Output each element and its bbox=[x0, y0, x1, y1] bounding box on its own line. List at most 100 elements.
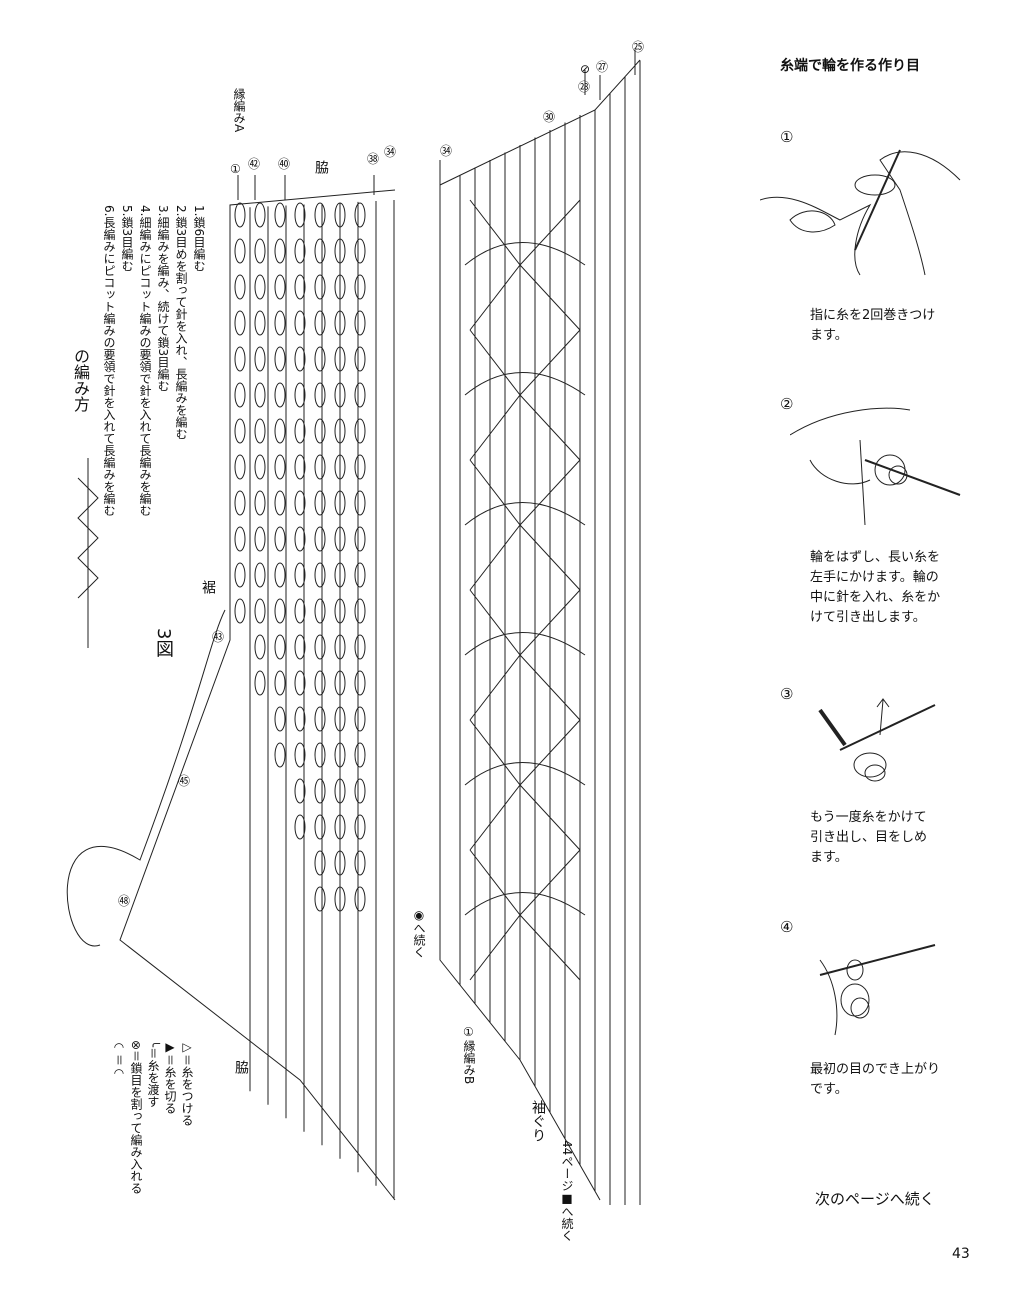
picot-motif bbox=[354, 670, 366, 696]
continue-44: 44ページ■へ続く bbox=[560, 1140, 574, 1242]
step-3-illustration bbox=[818, 698, 936, 782]
row-number-40: ㊵ bbox=[278, 157, 291, 171]
step-4-text: 最初の目のでき上がりです。 bbox=[810, 1062, 941, 1097]
row-number-1: ① bbox=[230, 162, 241, 176]
picot-motif bbox=[314, 202, 326, 228]
picot-motif bbox=[334, 850, 346, 876]
tutorial-title: 糸端で輪を作る作り目 bbox=[780, 58, 920, 74]
fan-motif bbox=[464, 762, 586, 786]
picot-motif bbox=[294, 814, 306, 840]
picot-motif bbox=[294, 238, 306, 264]
picot-motif bbox=[354, 418, 366, 444]
picot-motif bbox=[354, 202, 366, 228]
picot-motif bbox=[234, 274, 246, 300]
step-2-number: ② bbox=[780, 395, 794, 413]
picot-motif bbox=[254, 454, 266, 480]
picot-motif bbox=[354, 886, 366, 912]
lattice-motif bbox=[469, 199, 581, 331]
callout-leader-line bbox=[66, 609, 226, 947]
picot-motif bbox=[274, 418, 286, 444]
fan-motif bbox=[464, 892, 586, 916]
picot-motif bbox=[254, 382, 266, 408]
picot-motif bbox=[314, 598, 326, 624]
picot-motif bbox=[234, 526, 246, 552]
side-label-top: 脇 bbox=[313, 160, 329, 174]
chart-stitch-grid bbox=[249, 60, 641, 1205]
row-number-25: ㉕ bbox=[632, 40, 645, 54]
picot-motif bbox=[254, 670, 266, 696]
picot-motif bbox=[314, 670, 326, 696]
picot-motif bbox=[294, 670, 306, 696]
picot-motif bbox=[274, 274, 286, 300]
sleeve-label: 袖ぐり bbox=[530, 1100, 546, 1142]
back-piece-outline bbox=[119, 189, 396, 1201]
hem-label: 裾 bbox=[200, 580, 216, 594]
picot-motif bbox=[314, 814, 326, 840]
figure-label: 3図 bbox=[153, 628, 174, 658]
picot-motif bbox=[334, 886, 346, 912]
picot-motif bbox=[234, 202, 246, 228]
picot-motif bbox=[274, 598, 286, 624]
picot-motif bbox=[294, 346, 306, 372]
picot-motif bbox=[294, 310, 306, 336]
edge-a-label: 縁編みA bbox=[232, 88, 246, 133]
picot-motif bbox=[354, 634, 366, 660]
picot-motif bbox=[234, 382, 246, 408]
picot-motif bbox=[314, 382, 326, 408]
picot-motif bbox=[334, 562, 346, 588]
page-number: 43 bbox=[952, 1246, 970, 1262]
picot-motif bbox=[294, 598, 306, 624]
lattice-motif bbox=[469, 719, 581, 851]
picot-motif bbox=[294, 490, 306, 516]
picot-motif bbox=[234, 310, 246, 336]
step-1-text: 指に糸を2回巻きつけます。 bbox=[810, 308, 936, 343]
picot-motif bbox=[334, 742, 346, 768]
picot-motif bbox=[354, 706, 366, 732]
picot-motif bbox=[294, 454, 306, 480]
picot-motif bbox=[294, 274, 306, 300]
picot-motif bbox=[314, 274, 326, 300]
picot-motif bbox=[254, 526, 266, 552]
picot-motif bbox=[254, 418, 266, 444]
picot-motif bbox=[294, 202, 306, 228]
fan-motif bbox=[464, 632, 586, 656]
picot-motif bbox=[274, 310, 286, 336]
chart-motif-layer bbox=[234, 199, 586, 981]
picot-motif bbox=[294, 526, 306, 552]
picot-motif bbox=[254, 202, 266, 228]
edge-b-label: 縁編みB bbox=[462, 1040, 476, 1085]
technique-step: 3.細編みを編み、続けて鎖3目編む bbox=[156, 205, 170, 393]
picot-motif bbox=[254, 274, 266, 300]
picot-motif bbox=[354, 274, 366, 300]
picot-motif bbox=[274, 706, 286, 732]
picot-motif bbox=[254, 310, 266, 336]
picot-motif bbox=[234, 598, 246, 624]
picot-motif bbox=[354, 454, 366, 480]
picot-motif bbox=[354, 382, 366, 408]
picot-motif bbox=[314, 238, 326, 264]
row-number-30: ㉚ bbox=[543, 110, 556, 124]
legend-item: ▷＝糸をつける bbox=[180, 1040, 194, 1127]
picot-motif bbox=[274, 742, 286, 768]
lattice-motif bbox=[469, 589, 581, 721]
picot-motif bbox=[334, 454, 346, 480]
row-number-43: ㊸ bbox=[212, 630, 225, 644]
technique-title: の編み方 bbox=[71, 348, 90, 412]
picot-motif bbox=[274, 382, 286, 408]
row-number-34: ㉞ bbox=[384, 145, 397, 159]
row-number-42: ㊷ bbox=[248, 157, 261, 171]
picot-motif bbox=[334, 418, 346, 444]
picot-motif bbox=[314, 778, 326, 804]
picot-motif bbox=[354, 562, 366, 588]
picot-motif bbox=[354, 238, 366, 264]
picot-motif bbox=[254, 346, 266, 372]
picot-motif bbox=[254, 598, 266, 624]
motif-symbol-icon bbox=[77, 458, 99, 648]
picot-motif bbox=[334, 274, 346, 300]
picot-motif bbox=[334, 634, 346, 660]
picot-motif bbox=[334, 526, 346, 552]
picot-motif bbox=[274, 490, 286, 516]
picot-motif bbox=[334, 238, 346, 264]
picot-motif bbox=[314, 634, 326, 660]
picot-motif bbox=[314, 310, 326, 336]
